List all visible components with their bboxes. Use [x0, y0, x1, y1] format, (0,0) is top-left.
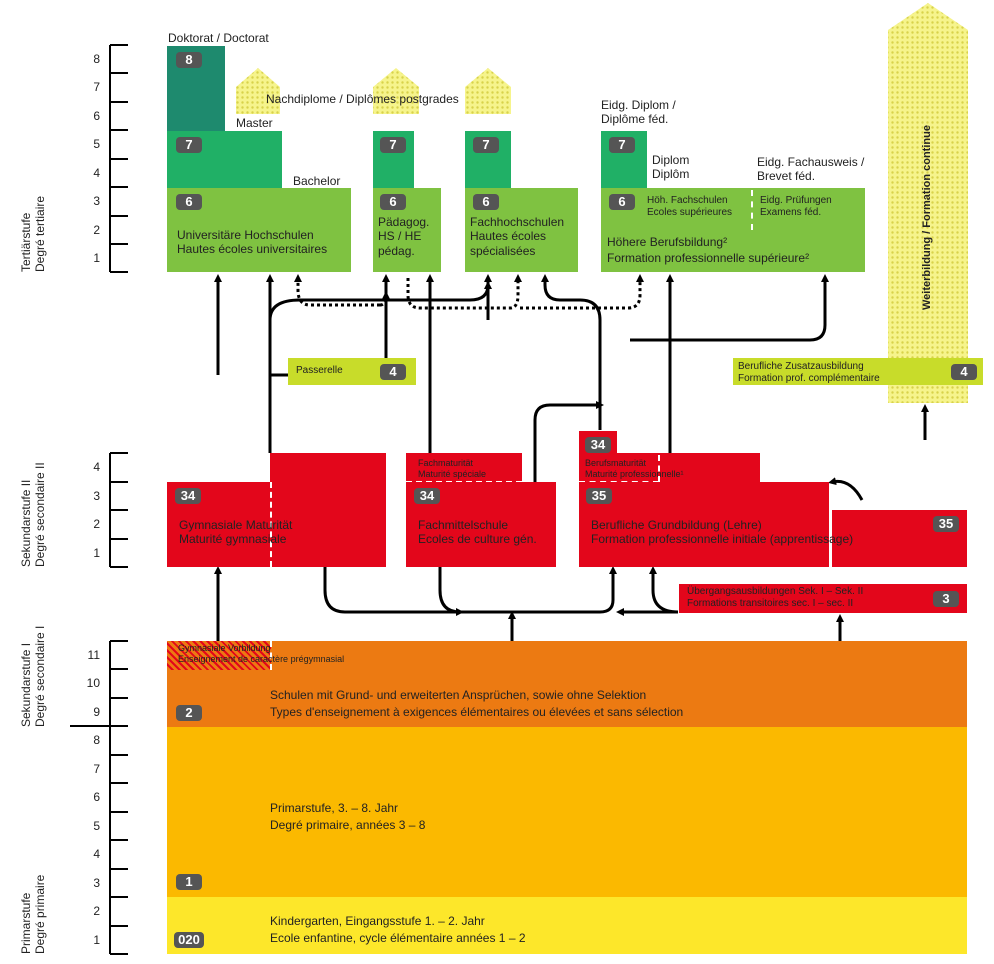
badge-8: 8 — [176, 52, 202, 68]
badge-4-zusatz: 4 — [951, 364, 977, 380]
tick-label: 4 — [93, 460, 100, 474]
tick-label: 1 — [93, 251, 100, 265]
tick-label: 7 — [93, 762, 100, 776]
badge-7-diplom: 7 — [609, 137, 635, 153]
tick-label: 5 — [93, 819, 100, 833]
lehre-text: Berufliche Grundbildung (Lehre)Formation… — [591, 518, 854, 547]
passerelle-text: Passerelle — [296, 365, 343, 376]
tick-label: 4 — [93, 166, 100, 180]
master-label: Master — [236, 116, 273, 130]
hbb-divider — [751, 190, 753, 230]
badge-1: 1 — [176, 874, 202, 890]
badge-7-uni: 7 — [176, 137, 202, 153]
tick-label: 3 — [93, 489, 100, 503]
kindergarten-block — [167, 897, 967, 954]
tick-label: 1 — [93, 933, 100, 947]
tick-label: 4 — [93, 847, 100, 861]
badge-3: 3 — [933, 591, 959, 607]
tick-label: 8 — [93, 733, 100, 747]
axis-lines — [70, 44, 128, 955]
berufsmat-vdivider — [658, 455, 660, 482]
tick-label: 10 — [86, 676, 100, 690]
tick-label: 2 — [93, 517, 100, 531]
tick-label: 3 — [93, 194, 100, 208]
badge-4-passerelle: 4 — [380, 364, 406, 380]
berufsmat-block — [579, 453, 760, 482]
tick-label: 3 — [93, 876, 100, 890]
badge-020: 020 — [174, 932, 204, 948]
badge-34-gym: 34 — [175, 488, 201, 504]
doktorat-label: Doktorat / Doctorat — [168, 31, 269, 45]
badge-6-fh: 6 — [473, 194, 499, 210]
weiterbildung-label: Weiterbildung / Formation continue — [921, 125, 933, 310]
gymvor-hatch — [167, 641, 271, 670]
gym-divider — [270, 482, 272, 567]
badge-6-ph: 6 — [380, 194, 406, 210]
tick-label: 7 — [93, 80, 100, 94]
lehre-block — [579, 482, 829, 567]
primary-block — [167, 727, 967, 897]
hbb-block — [601, 188, 865, 272]
badge-35-lehre: 35 — [586, 488, 612, 504]
badge-7-fh: 7 — [473, 137, 499, 153]
fachmat-block — [406, 453, 522, 482]
badge-7-ph: 7 — [380, 137, 406, 153]
secondary1-block — [167, 641, 967, 727]
zusatz-block — [733, 358, 983, 385]
tick-label: 5 — [93, 137, 100, 151]
badge-6-uni: 6 — [176, 194, 202, 210]
schulen-text: Schulen mit Grund- und erweiterten Anspr… — [270, 688, 684, 719]
tick-label: 6 — [93, 790, 100, 804]
tick-label: 2 — [93, 223, 100, 237]
nachdiplome-label: Nachdiplome / Diplômes postgrades — [266, 92, 459, 106]
badge-6-hbb: 6 — [609, 194, 635, 210]
tick-label: 8 — [93, 52, 100, 66]
uebergang-block — [679, 584, 967, 613]
badge-34-berufsmat: 34 — [585, 437, 611, 453]
bachelor-label: Bachelor — [293, 174, 341, 188]
tick-label: 2 — [93, 904, 100, 918]
tick-label: 11 — [87, 648, 100, 662]
postgrad-houses — [236, 3, 968, 403]
gym-block-upper — [270, 453, 386, 567]
eidg-diplom-label: Eidg. Diplom /Diplôme féd. — [601, 98, 676, 127]
badge-35-lehre-2: 35 — [933, 516, 959, 532]
tick-label: 1 — [93, 546, 100, 560]
tick-label: 6 — [93, 109, 100, 123]
badge-34-fms: 34 — [414, 488, 440, 504]
gymvor-divider — [270, 641, 272, 670]
tick-label: 9 — [93, 705, 100, 719]
badge-2: 2 — [176, 705, 202, 721]
kindergarten-text: Kindergarten, Eingangsstufe 1. – 2. Jahr… — [270, 914, 526, 945]
fachausweis-label: Eidg. Fachausweis /Brevet féd. — [757, 155, 865, 184]
